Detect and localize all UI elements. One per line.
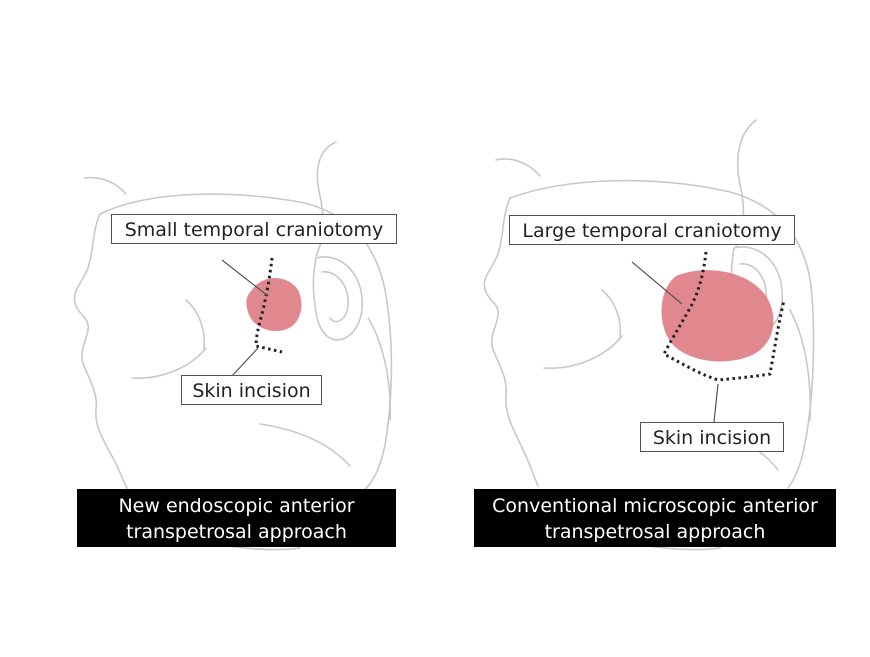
right-head-outline <box>483 119 815 551</box>
right-craniotomy-leader <box>631 261 683 305</box>
right-caption-line1: Conventional microscopic anterior <box>492 495 818 517</box>
left-skin-incision <box>254 257 283 354</box>
right-craniotomy-label: Large temporal craniotomy <box>509 215 795 245</box>
left-caption-line1: New endoscopic anterior <box>118 495 355 517</box>
left-caption-line2: transpetrosal approach <box>126 521 347 543</box>
right-caption-line2: transpetrosal approach <box>544 521 766 543</box>
left-incision-leader <box>231 347 259 377</box>
right-skin-incision <box>662 251 786 382</box>
left-craniotomy-leader <box>221 259 269 297</box>
right-approach-caption: Conventional microscopic anterior transp… <box>474 489 836 547</box>
left-incision-label: Skin incision <box>181 375 322 405</box>
right-incision-leader <box>713 383 719 423</box>
left-craniotomy-label: Small temporal craniotomy <box>111 214 397 244</box>
left-approach-caption: New endoscopic anterior transpetrosal ap… <box>77 489 396 547</box>
right-craniotomy-region <box>661 270 774 362</box>
right-incision-label: Skin incision <box>640 422 784 452</box>
